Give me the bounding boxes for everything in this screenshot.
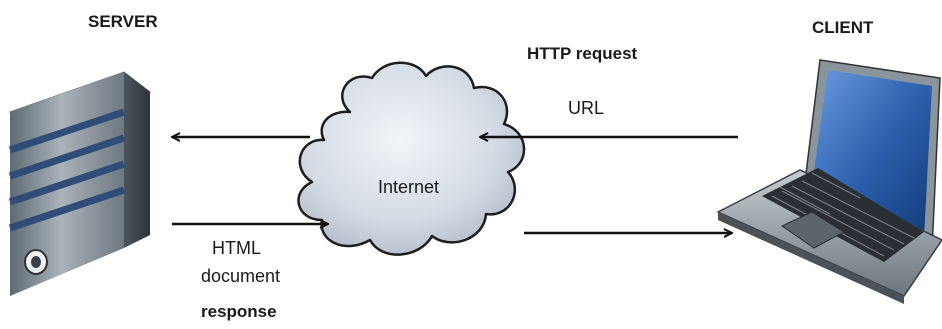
- internet-label: Internet: [378, 177, 440, 197]
- html-label: HTML: [212, 238, 261, 258]
- laptop-icon: [716, 59, 942, 304]
- response-label: response: [201, 302, 277, 321]
- server-tower-icon: [8, 71, 152, 296]
- client-title: CLIENT: [812, 18, 874, 37]
- http-request-label: HTTP request: [527, 44, 638, 63]
- cloud-icon: [297, 61, 526, 256]
- server-title: SERVER: [88, 12, 158, 31]
- url-label: URL: [568, 98, 605, 118]
- document-label: document: [201, 266, 281, 286]
